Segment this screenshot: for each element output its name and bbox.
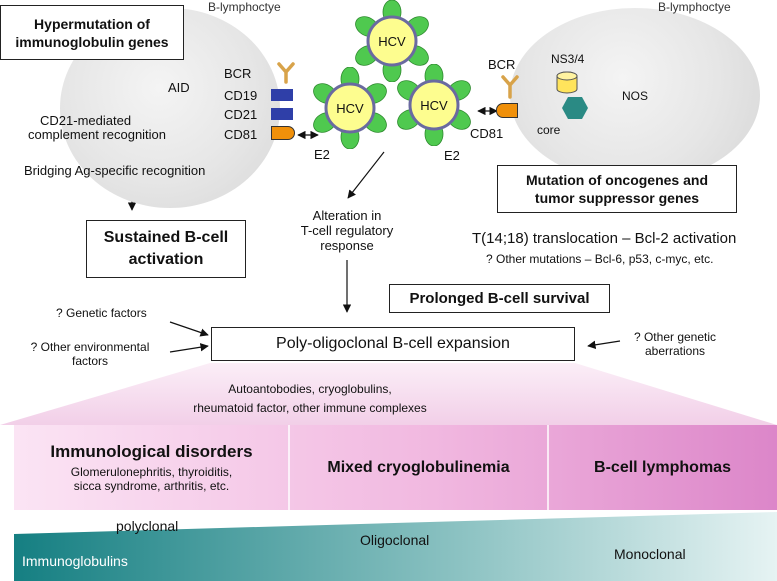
sustained-line2: activation <box>128 251 204 268</box>
core-label: core <box>537 123 561 137</box>
core-hexagon-icon <box>562 97 588 119</box>
prolonged-text: Prolonged B-cell survival <box>409 290 590 307</box>
hypermutation-line1: Hypermutation of <box>34 15 150 32</box>
auto-line1: Autoantobodies, cryoglobulins, <box>228 382 392 396</box>
aberration-line1: ? Other genetic <box>633 330 717 344</box>
mutation-box: Mutation of oncogenes and tumor suppress… <box>497 165 737 213</box>
bcr-label: BCR <box>224 66 252 81</box>
cd81-receptor-icon <box>271 126 295 140</box>
alteration-text: Alteration in T-cell regulatory response <box>282 208 412 253</box>
alteration-line2: T-cell regulatory <box>300 223 394 238</box>
left-cell-header: B-lymphoctye <box>208 0 281 14</box>
expansion-text: Poly-oligoclonal B-cell expansion <box>276 335 510 352</box>
aid-label: AID <box>168 80 190 95</box>
hcv-core-icon <box>324 82 376 134</box>
immunological-line1: Glomerulonephritis, thyroiditis, <box>70 465 233 479</box>
cd21-mediated-line2: complement recognition <box>28 127 167 142</box>
immunological-disorders-cell: Immunological disorders Glomerulonephrit… <box>14 425 289 510</box>
hcv-core-icon <box>366 15 418 67</box>
cd19-receptor-icon <box>271 89 293 101</box>
cryo-title: Mixed cryoglobulinemia <box>327 458 510 476</box>
hcv-label: HCV <box>378 33 406 49</box>
bridging-label: Bridging Ag-specific recognition <box>24 163 206 178</box>
right-cell-header: B-lymphoctye <box>658 0 731 14</box>
bcr-receptor-icon <box>277 62 295 84</box>
monoclonal-label: Monoclonal <box>614 546 686 562</box>
auto-line2: rheumatoid factor, other immune complexe… <box>193 401 427 415</box>
cd81-right-label: CD81 <box>470 126 504 141</box>
genetic-aberrations-text: ? Other genetic aberrations <box>620 330 730 358</box>
antibody-trapezoid <box>0 363 777 425</box>
autoantibodies-text: Autoantobodies, cryoglobulins, rheumatoi… <box>160 380 460 418</box>
cd19-label: CD19 <box>224 88 258 103</box>
cd81-right-receptor-icon <box>496 103 518 118</box>
expansion-box: Poly-oligoclonal B-cell expansion <box>211 327 575 361</box>
other-mutations-text: ? Other mutations – Bcl-6, p53, c-myc, e… <box>486 252 714 266</box>
alteration-line1: Alteration in <box>312 208 382 223</box>
ns34-label: NS3/4 <box>551 52 585 66</box>
hcv-virus-right: HCV <box>393 63 475 147</box>
aberration-line2: aberrations <box>644 344 706 358</box>
bcr-right-receptor-icon <box>501 75 519 99</box>
hypermutation-box: Hypermutation of immunoglobulin genes <box>0 5 184 60</box>
hypermutation-line2: immunoglobulin genes <box>15 33 169 50</box>
immunological-title: Immunological disorders <box>50 442 253 461</box>
category-band <box>14 425 777 510</box>
e2-right-label: E2 <box>444 148 460 163</box>
environmental-factors-text: ? Other environmental factors <box>20 340 160 368</box>
hcv-label: HCV <box>336 100 364 116</box>
hcv-label: HCV <box>420 97 448 113</box>
immunoglobulins-label: Immunoglobulins <box>22 553 128 569</box>
polyclonal-label: polyclonal <box>116 518 179 534</box>
bcr-right-label: BCR <box>488 57 516 72</box>
hcv-core-icon <box>408 79 460 131</box>
oligoclonal-label: Oligoclonal <box>360 532 430 548</box>
e2-left-label: E2 <box>314 147 330 162</box>
alteration-line3: response <box>320 238 374 253</box>
right-b-lymphocyte <box>510 8 760 183</box>
hcv-virus-top: HCV <box>351 0 433 83</box>
ns34-cylinder-icon <box>556 71 578 94</box>
immunoglobulin-wedge <box>14 512 777 581</box>
cd21-receptor-icon <box>271 108 293 120</box>
hcv-virus-left: HCV <box>309 66 391 150</box>
env-line1: ? Other environmental <box>30 340 150 354</box>
sustained-activation-box: Sustained B-cell activation <box>86 220 246 278</box>
env-line2: factors <box>71 354 108 368</box>
translocation-text: T(14;18) translocation – Bcl-2 activatio… <box>472 230 737 247</box>
cd21-mediated-line1: CD21-mediated <box>40 113 132 128</box>
mixed-cryoglobulinemia-cell: Mixed cryoglobulinemia <box>289 425 548 510</box>
genetic-factors-text: ? Genetic factors <box>56 306 147 320</box>
prolonged-survival-box: Prolonged B-cell survival <box>389 284 610 313</box>
mutation-line2: tumor suppressor genes <box>534 190 700 206</box>
sustained-line1: Sustained B-cell <box>103 229 229 246</box>
b-cell-lymphomas-cell: B-cell lymphomas <box>548 425 777 510</box>
immunological-line2: sicca syndrome, arthritis, etc. <box>73 479 230 493</box>
lymphoma-title: B-cell lymphomas <box>594 458 731 476</box>
cd81-label: CD81 <box>224 127 258 142</box>
mutation-line1: Mutation of oncogenes and <box>526 172 708 188</box>
nos-label: NOS <box>622 89 649 103</box>
cd21-label: CD21 <box>224 107 258 122</box>
